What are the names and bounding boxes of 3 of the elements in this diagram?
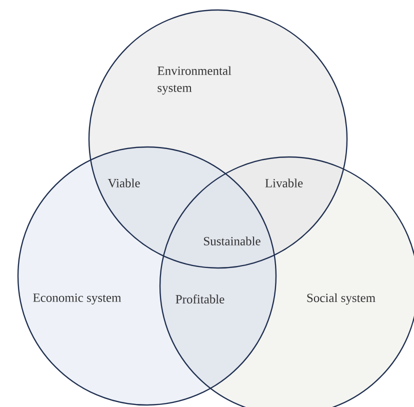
region-label: Sustainable xyxy=(204,236,260,246)
region-label: Profitable xyxy=(176,294,224,304)
region-label: Viable xyxy=(108,178,140,188)
